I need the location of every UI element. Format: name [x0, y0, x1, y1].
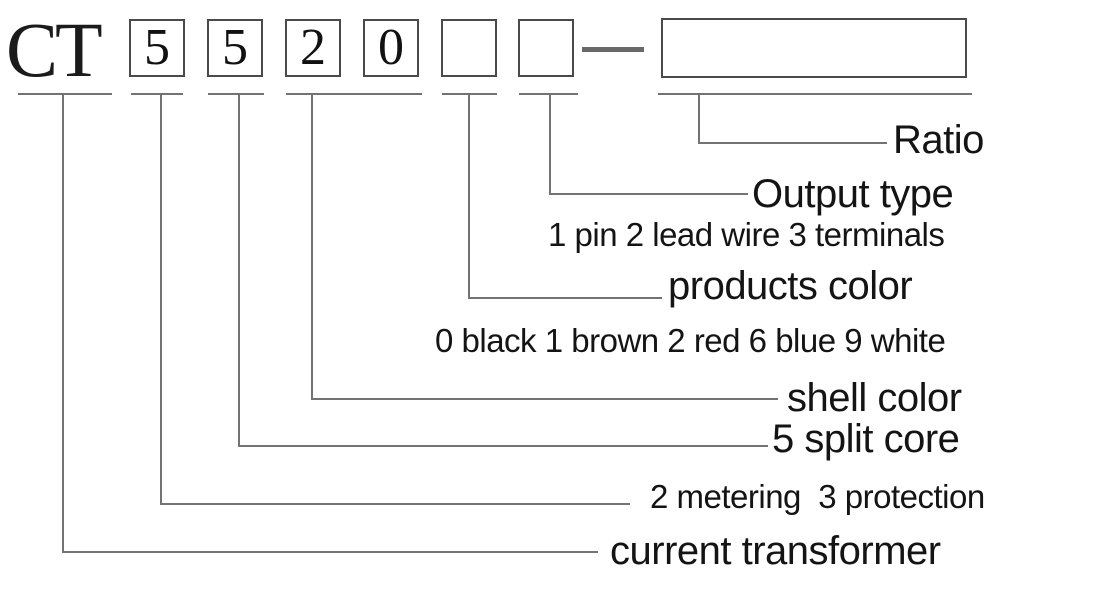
underline-ratio-box — [658, 93, 972, 95]
connector-output-type-vertical — [549, 93, 551, 195]
label-metering-protection: 2 metering 3 protection — [650, 478, 985, 515]
code-digit-box-2: 5 — [207, 19, 263, 77]
connector-split-core-vertical — [238, 93, 240, 447]
code-digit-box-5 — [441, 19, 497, 77]
connector-current-transformer-horizontal — [62, 551, 598, 553]
underline-box-1 — [131, 93, 183, 95]
code-digit-box-6 — [518, 19, 574, 77]
connector-metering-horizontal — [160, 503, 630, 505]
connector-current-transformer-vertical — [62, 93, 64, 553]
label-products-color: products color — [668, 264, 913, 308]
connector-products-color-vertical — [468, 93, 470, 299]
label-ratio: Ratio — [893, 118, 984, 162]
code-separator-dash — [582, 47, 644, 52]
connector-ratio-vertical — [698, 93, 700, 144]
underline-prefix — [18, 93, 112, 95]
connector-products-color-horizontal — [468, 297, 662, 299]
connector-output-type-horizontal — [549, 193, 748, 195]
underline-box-2 — [208, 93, 264, 95]
label-shell-color: shell color — [787, 376, 962, 420]
connector-ratio-horizontal — [698, 142, 887, 144]
underline-box-6 — [519, 93, 578, 95]
ratio-code-box — [661, 18, 967, 78]
connector-split-core-horizontal — [238, 445, 768, 447]
code-digit-box-1: 5 — [129, 19, 185, 77]
connector-shell-color-horizontal — [311, 398, 778, 400]
connector-shell-color-vertical — [311, 93, 313, 400]
label-output-type: Output type — [752, 172, 954, 216]
product-code-prefix: CT — [6, 6, 103, 93]
code-digit-box-4: 0 — [363, 19, 419, 77]
underline-box-3-4 — [286, 93, 422, 95]
code-digit-box-3: 2 — [285, 19, 341, 77]
connector-metering-vertical — [160, 93, 162, 505]
label-split-core: 5 split core — [772, 417, 960, 461]
label-products-color-codes: 0 black 1 brown 2 red 6 blue 9 white — [435, 322, 946, 359]
label-current-transformer: current transformer — [610, 529, 941, 573]
label-output-type-codes: 1 pin 2 lead wire 3 terminals — [548, 216, 945, 253]
